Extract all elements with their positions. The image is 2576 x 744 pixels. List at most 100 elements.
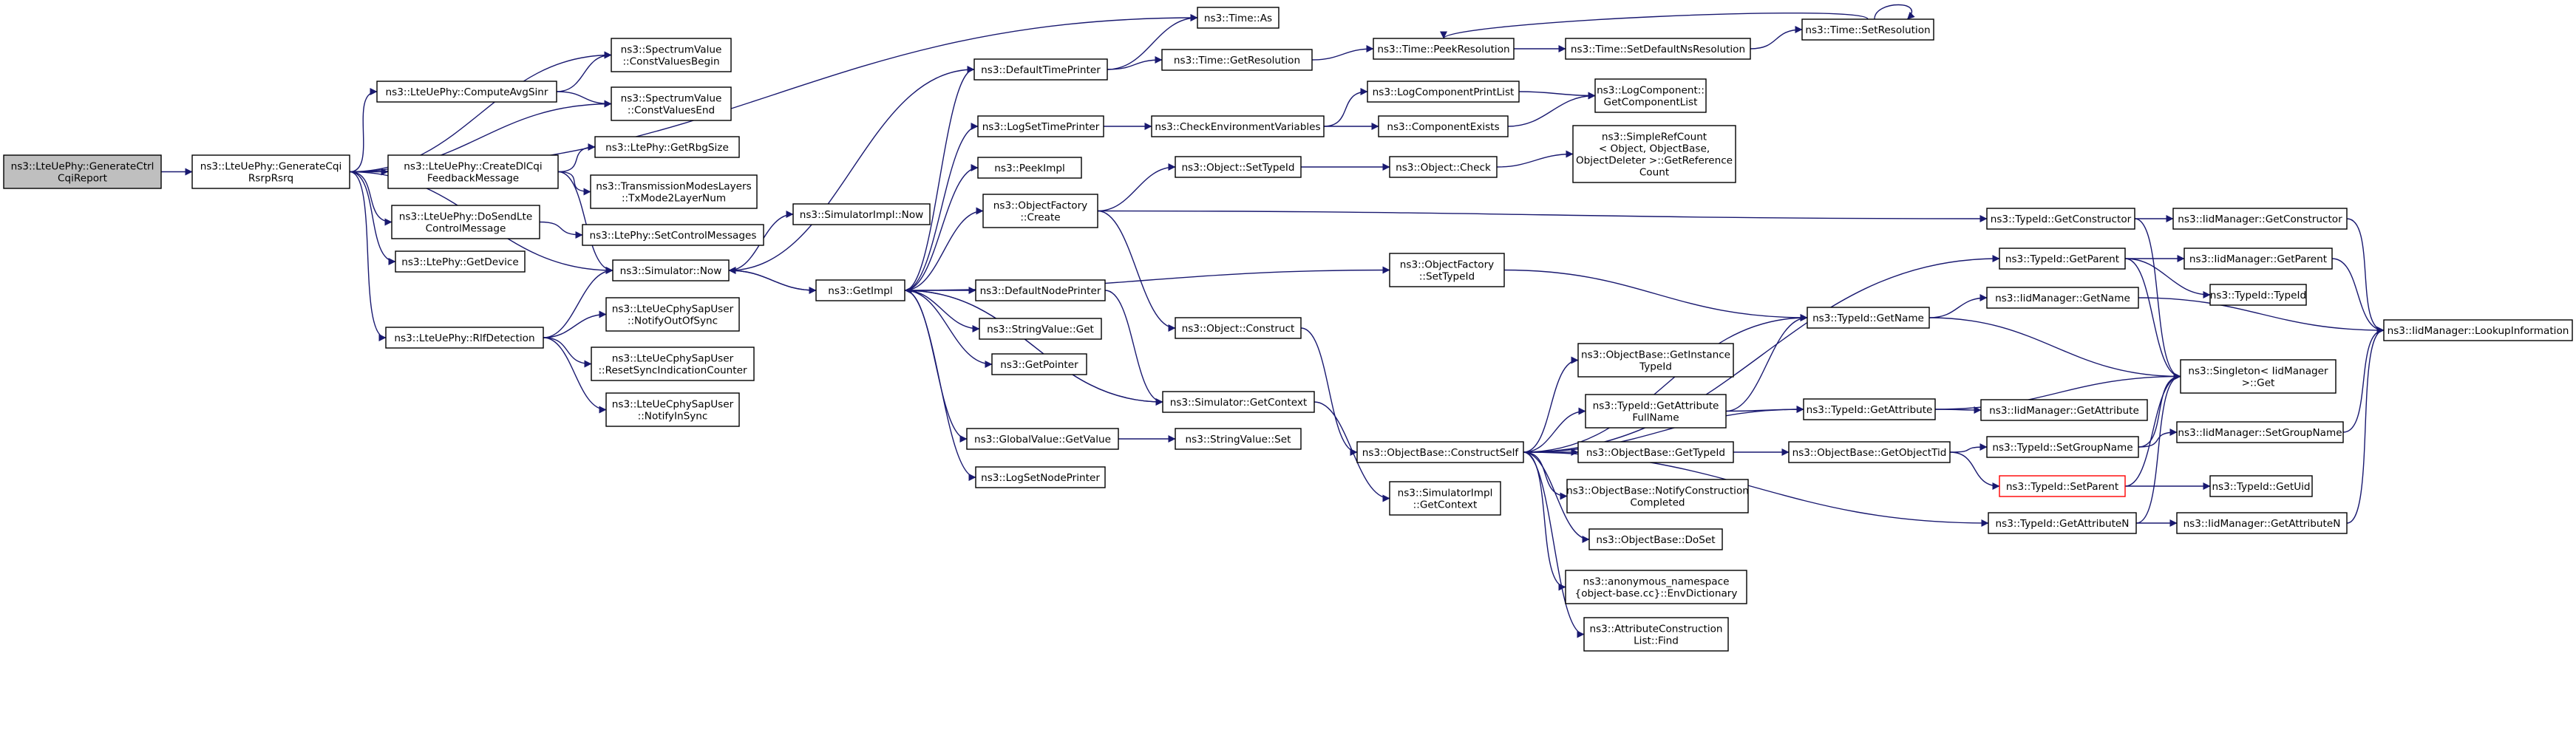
edge-tidGetParent-to-tidTypeId bbox=[2124, 258, 2211, 298]
node-defNodePrinter[interactable]: ns3::DefaultNodePrinter bbox=[975, 279, 1106, 301]
node-simpleRefCount[interactable]: ns3::SimpleRefCount< Object, ObjectBase,… bbox=[1572, 125, 1736, 183]
node-svEnd[interactable]: ns3::SpectrumValue::ConstValuesEnd bbox=[611, 86, 732, 121]
node-notifyOut[interactable]: ns3::LteUeCphySapUser::NotifyOutOfSync bbox=[605, 297, 740, 332]
node-iidLookup[interactable]: ns3::IidManager::LookupInformation bbox=[2383, 319, 2573, 341]
node-setTypeId[interactable]: ns3::Object::SetTypeId bbox=[1175, 156, 1302, 178]
node-objConstruct[interactable]: ns3::Object::Construct bbox=[1175, 317, 1302, 339]
node-label: ns3::SimpleRefCount bbox=[1602, 132, 1707, 143]
node-tidGetParent[interactable]: ns3::TypeId::GetParent bbox=[1999, 248, 2126, 270]
node-checkEnv[interactable]: ns3::CheckEnvironmentVariables bbox=[1151, 115, 1325, 137]
node-envDict[interactable]: ns3::anonymous_namespace{object-base.cc}… bbox=[1565, 570, 1747, 604]
node-createDlCqi[interactable]: ns3::LteUePhy::CreateDlCqiFeedbackMessag… bbox=[387, 154, 559, 189]
node-objFactorySetTid[interactable]: ns3::ObjectFactory::SetTypeId bbox=[1389, 253, 1505, 287]
edge-line bbox=[2135, 372, 2181, 524]
node-box bbox=[1999, 475, 2126, 497]
node-timeAs[interactable]: ns3::Time::As bbox=[1197, 7, 1279, 29]
node-obGetObjTid[interactable]: ns3::ObjectBase::GetObjectTid bbox=[1788, 441, 1951, 463]
edge-line bbox=[1323, 88, 1368, 127]
node-peekImpl[interactable]: ns3::PeekImpl bbox=[977, 157, 1082, 179]
node-stringValueSet[interactable]: ns3::StringValue::Set bbox=[1175, 428, 1302, 450]
node-simImplGetCtx[interactable]: ns3::SimulatorImpl::GetContext bbox=[1389, 481, 1501, 516]
node-logSetNode[interactable]: ns3::LogSetNodePrinter bbox=[975, 466, 1106, 488]
node-tidGetAttr[interactable]: ns3::TypeId::GetAttribute bbox=[1803, 398, 1936, 420]
edge-objConstructSelf-to-notifyConstr bbox=[1523, 451, 1568, 500]
node-getRbgSize[interactable]: ns3::LtePhy::GetRbgSize bbox=[594, 136, 740, 158]
node-label: ns3::IidManager::LookupInformation bbox=[2388, 325, 2569, 337]
node-logSetTime[interactable]: ns3::LogSetTimePrinter bbox=[977, 115, 1104, 137]
node-globalValueGet[interactable]: ns3::GlobalValue::GetValue bbox=[966, 428, 1119, 450]
node-stringValueGet[interactable]: ns3::StringValue::Get bbox=[979, 318, 1102, 340]
node-setCtrlMsgs[interactable]: ns3::LtePhy::SetControlMessages bbox=[582, 224, 764, 246]
node-tidGetCtor[interactable]: ns3::TypeId::GetConstructor bbox=[1986, 208, 2135, 230]
node-logCompPrint[interactable]: ns3::LogComponentPrintList bbox=[1367, 81, 1520, 103]
node-timePeekRes[interactable]: ns3::Time::PeekResolution bbox=[1373, 38, 1515, 60]
node-box bbox=[1367, 81, 1520, 103]
node-tidGetName[interactable]: ns3::TypeId::GetName bbox=[1807, 307, 1930, 329]
edge-objFactoryCreate-to-objConstruct bbox=[1097, 210, 1176, 332]
node-tidGetUid[interactable]: ns3::TypeId::GetUid bbox=[2209, 475, 2313, 497]
node-label: CqiReport bbox=[58, 173, 107, 185]
node-logCompGetList[interactable]: ns3::LogComponent::GetComponentList bbox=[1594, 78, 1707, 113]
node-resetSync[interactable]: ns3::LteUeCphySapUser::ResetSyncIndicati… bbox=[591, 347, 755, 381]
node-computeAvg[interactable]: ns3::LteUePhy::ComputeAvgSinr bbox=[376, 81, 557, 103]
node-simNow[interactable]: ns3::Simulator::Now bbox=[612, 259, 730, 281]
node-tidSetGroup[interactable]: ns3::TypeId::SetGroupName bbox=[1986, 436, 2139, 458]
node-label: ns3::SimulatorImpl::Now bbox=[800, 209, 924, 221]
node-obGetTypeId[interactable]: ns3::ObjectBase::GetTypeId bbox=[1577, 441, 1734, 463]
node-label: ns3::LteUePhy::RlfDetection bbox=[394, 332, 534, 344]
node-objConstructSelf[interactable]: ns3::ObjectBase::ConstructSelf bbox=[1356, 441, 1524, 463]
edge-line bbox=[904, 164, 979, 291]
node-iidSetGroup[interactable]: ns3::IidManager::SetGroupName bbox=[2176, 421, 2344, 443]
node-svBegin[interactable]: ns3::SpectrumValue::ConstValuesBegin bbox=[611, 38, 732, 72]
node-simImplNow[interactable]: ns3::SimulatorImpl::Now bbox=[792, 203, 931, 225]
node-box bbox=[975, 279, 1106, 301]
node-label: ns3::LogComponentPrintList bbox=[1373, 86, 1515, 98]
node-iidGetAttrN[interactable]: ns3::IidManager::GetAttributeN bbox=[2176, 512, 2348, 534]
node-timeSetRes[interactable]: ns3::Time::SetResolution bbox=[1801, 18, 1934, 41]
node-tidSetParent[interactable]: ns3::TypeId::SetParent bbox=[1999, 475, 2126, 497]
node-simGetContext[interactable]: ns3::Simulator::GetContext bbox=[1162, 391, 1315, 413]
edge-line bbox=[539, 221, 583, 239]
node-label: ns3::ObjectBase::GetObjectTid bbox=[1792, 447, 1947, 459]
node-label: ::ResetSyncIndicationCounter bbox=[598, 365, 747, 377]
node-setDefNs[interactable]: ns3::Time::SetDefaultNsResolution bbox=[1565, 38, 1751, 60]
node-objCheck[interactable]: ns3::Object::Check bbox=[1389, 156, 1498, 178]
node-txMode[interactable]: ns3::TransmissionModesLayers::TxMode2Lay… bbox=[590, 174, 758, 209]
node-iidGetAttr[interactable]: ns3::IidManager::GetAttribute bbox=[1980, 399, 2148, 421]
node-tidGetAttrN[interactable]: ns3::TypeId::GetAttributeN bbox=[1988, 512, 2137, 534]
node-box bbox=[1389, 253, 1505, 287]
edge-obGetObjTid-to-tidSetGroup bbox=[1949, 443, 1988, 453]
edge-line bbox=[904, 123, 979, 291]
node-box bbox=[2176, 421, 2344, 443]
node-getImpl[interactable]: ns3::GetImpl bbox=[815, 279, 905, 301]
node-notifyIn[interactable]: ns3::LteUeCphySapUser::NotifyInSync bbox=[605, 392, 740, 427]
edge-compExists-to-logCompGetList bbox=[1507, 92, 1596, 127]
node-tidTypeId[interactable]: ns3::TypeId::TypeId bbox=[2209, 284, 2307, 306]
node-rlf[interactable]: ns3::LteUePhy::RlfDetection bbox=[385, 327, 544, 349]
node-timeGetRes[interactable]: ns3::Time::GetResolution bbox=[1161, 49, 1313, 71]
node-label: ns3::Object::Construct bbox=[1182, 323, 1295, 335]
node-singleton[interactable]: ns3::Singleton< IidManager >::Get bbox=[2180, 359, 2337, 394]
node-iidGetCtor[interactable]: ns3::IidManager::GetConstructor bbox=[2172, 208, 2348, 230]
edge-line bbox=[349, 171, 387, 341]
node-label: GetComponentList bbox=[1604, 97, 1698, 109]
node-compExists[interactable]: ns3::ComponentExists bbox=[1378, 115, 1509, 137]
node-getDevice[interactable]: ns3::LtePhy::GetDevice bbox=[395, 250, 526, 273]
node-objFactoryCreate[interactable]: ns3::ObjectFactory::Create bbox=[982, 194, 1098, 228]
node-defTimePrinter[interactable]: ns3::DefaultTimePrinter bbox=[973, 58, 1108, 81]
node-notifyConstr[interactable]: ns3::ObjectBase::NotifyConstructionCompl… bbox=[1566, 479, 1749, 513]
edge-defTimePrinter-to-simNow bbox=[728, 69, 975, 274]
edge-line bbox=[557, 171, 591, 196]
node-doSet[interactable]: ns3::ObjectBase::DoSet bbox=[1588, 528, 1723, 550]
edge-iidGetParent-to-iidLookup bbox=[2331, 258, 2385, 334]
node-iidGetParent[interactable]: ns3::IidManager::GetParent bbox=[2184, 248, 2333, 270]
edge-line bbox=[2124, 258, 2211, 298]
node-iidGetName[interactable]: ns3::IidManager::GetName bbox=[1986, 287, 2139, 309]
node-getPointer[interactable]: ns3::GetPointer bbox=[991, 353, 1087, 375]
